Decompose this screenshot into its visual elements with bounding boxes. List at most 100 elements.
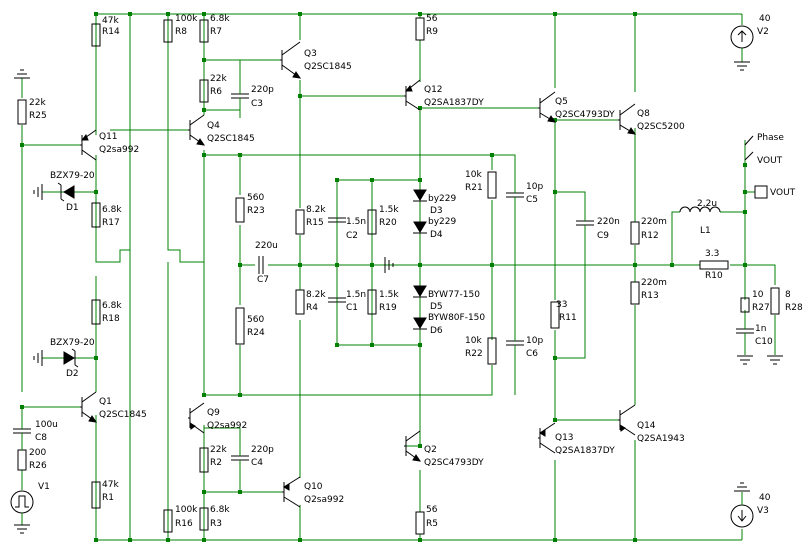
r5-ref: R5 <box>426 519 438 529</box>
transistor-q2[interactable] <box>404 430 422 462</box>
resistor-r13[interactable] <box>630 281 640 305</box>
r22-value: 10k <box>465 336 482 346</box>
transistor-q3[interactable] <box>280 41 302 79</box>
r11-ref: R11 <box>559 313 577 323</box>
resistor-r7[interactable] <box>199 19 209 43</box>
resistor-r4[interactable] <box>295 289 305 315</box>
r7-value: 6.8k <box>210 14 230 24</box>
d4-model: by229 <box>428 217 456 227</box>
transistor-q13[interactable] <box>538 422 556 454</box>
resistor-r19[interactable] <box>367 289 377 315</box>
vout-label-box[interactable] <box>754 185 768 199</box>
transistor-q11[interactable] <box>80 129 97 161</box>
c5-ref: C5 <box>526 195 538 205</box>
junction-dots <box>20 12 747 542</box>
c4-value: 220p <box>251 445 274 455</box>
resistor-r22[interactable] <box>487 337 497 365</box>
capacitor-c3[interactable] <box>231 80 249 108</box>
capacitor-c2[interactable] <box>328 180 346 265</box>
resistor-r12[interactable] <box>630 221 640 245</box>
transistor-q4[interactable] <box>188 114 206 146</box>
r15-ref: R15 <box>306 218 324 228</box>
c10-value: 1n <box>755 324 766 334</box>
ground-icon <box>33 350 52 366</box>
r2-ref: R2 <box>210 458 222 468</box>
c7-ref: C7 <box>257 275 269 285</box>
transistor-q8[interactable] <box>618 103 637 135</box>
q13-ref: Q13 <box>555 433 574 443</box>
resistor-r24[interactable] <box>235 307 245 345</box>
inductor-l1[interactable] <box>679 206 721 213</box>
r4-ref: R4 <box>306 303 318 313</box>
r14-ref: R14 <box>102 27 120 37</box>
diode-d3[interactable] <box>413 189 427 202</box>
resistor-r26[interactable] <box>17 449 27 471</box>
resistor-r28[interactable] <box>770 287 780 315</box>
resistor-r27[interactable] <box>740 297 750 313</box>
c9-ref: C9 <box>597 231 609 241</box>
resistor-r23[interactable] <box>235 197 245 223</box>
pulse-source-v1[interactable] <box>10 490 34 534</box>
capacitor-c1[interactable] <box>328 265 346 345</box>
transistor-q14[interactable] <box>618 404 636 436</box>
r10-value: 3.3 <box>705 249 719 259</box>
transistor-q12[interactable] <box>404 79 421 111</box>
capacitor-c9[interactable] <box>576 215 594 240</box>
transistor-q1[interactable] <box>80 391 98 423</box>
diode-d4[interactable] <box>413 221 427 234</box>
diode-d1[interactable] <box>57 182 75 202</box>
resistor-r14[interactable] <box>91 23 101 47</box>
resistor-r5[interactable] <box>415 511 425 535</box>
resistor-r21[interactable] <box>487 171 497 199</box>
r2-value: 22k <box>210 445 227 455</box>
vout-probe[interactable] <box>744 151 754 165</box>
diode-d2[interactable] <box>63 348 79 368</box>
resistor-r16[interactable] <box>163 509 173 533</box>
resistor-r10[interactable] <box>699 260 729 270</box>
r20-value: 1.5k <box>379 205 399 215</box>
resistor-r18[interactable] <box>91 299 101 325</box>
voltage-source-v3[interactable] <box>730 482 754 528</box>
transistor-q9[interactable] <box>188 402 205 434</box>
q13-model: Q2SA1837DY <box>555 446 615 456</box>
capacitor-c4[interactable] <box>231 445 249 475</box>
c3-ref: C3 <box>251 99 263 109</box>
q11-model: Q2sa992 <box>99 145 139 155</box>
ground-icon <box>14 69 30 90</box>
resistor-r8[interactable] <box>163 19 173 43</box>
r28-value: 8 <box>785 290 791 300</box>
voltage-source-v2[interactable] <box>730 25 754 71</box>
resistor-r1[interactable] <box>91 481 101 509</box>
resistor-r2[interactable] <box>199 447 209 473</box>
v2-value: 40 <box>759 14 771 24</box>
r3-ref: R3 <box>210 519 222 529</box>
diode-d5[interactable] <box>413 285 427 298</box>
v2-ref: V2 <box>757 27 769 37</box>
capacitor-c8[interactable] <box>13 422 31 450</box>
capacitor-c10[interactable] <box>736 320 754 342</box>
c2-ref: C2 <box>346 231 358 241</box>
resistor-r6[interactable] <box>199 79 209 103</box>
capacitor-c5[interactable] <box>506 190 524 215</box>
transistor-q5[interactable] <box>538 91 557 123</box>
resistor-r9[interactable] <box>415 17 425 41</box>
capacitor-c6[interactable] <box>506 330 524 355</box>
capacitor-c7[interactable] <box>258 256 264 274</box>
resistor-r11[interactable] <box>550 301 560 329</box>
transistor-q10[interactable] <box>282 476 301 508</box>
resistor-r15[interactable] <box>295 209 305 235</box>
resistor-r17[interactable] <box>91 202 101 228</box>
r17-ref: R17 <box>102 218 120 228</box>
resistor-r20[interactable] <box>367 209 377 235</box>
q8-model: Q2SC5200 <box>637 122 685 132</box>
q14-ref: Q14 <box>637 421 656 431</box>
diode-d6[interactable] <box>413 317 427 330</box>
resistor-r3[interactable] <box>199 507 209 531</box>
r16-ref: R16 <box>175 519 193 529</box>
d4-ref: D4 <box>430 230 443 240</box>
resistor-r25[interactable] <box>17 99 27 125</box>
r4-value: 8.2k <box>306 290 326 300</box>
d6-ref: D6 <box>430 326 443 336</box>
phase-probe[interactable] <box>744 135 754 146</box>
